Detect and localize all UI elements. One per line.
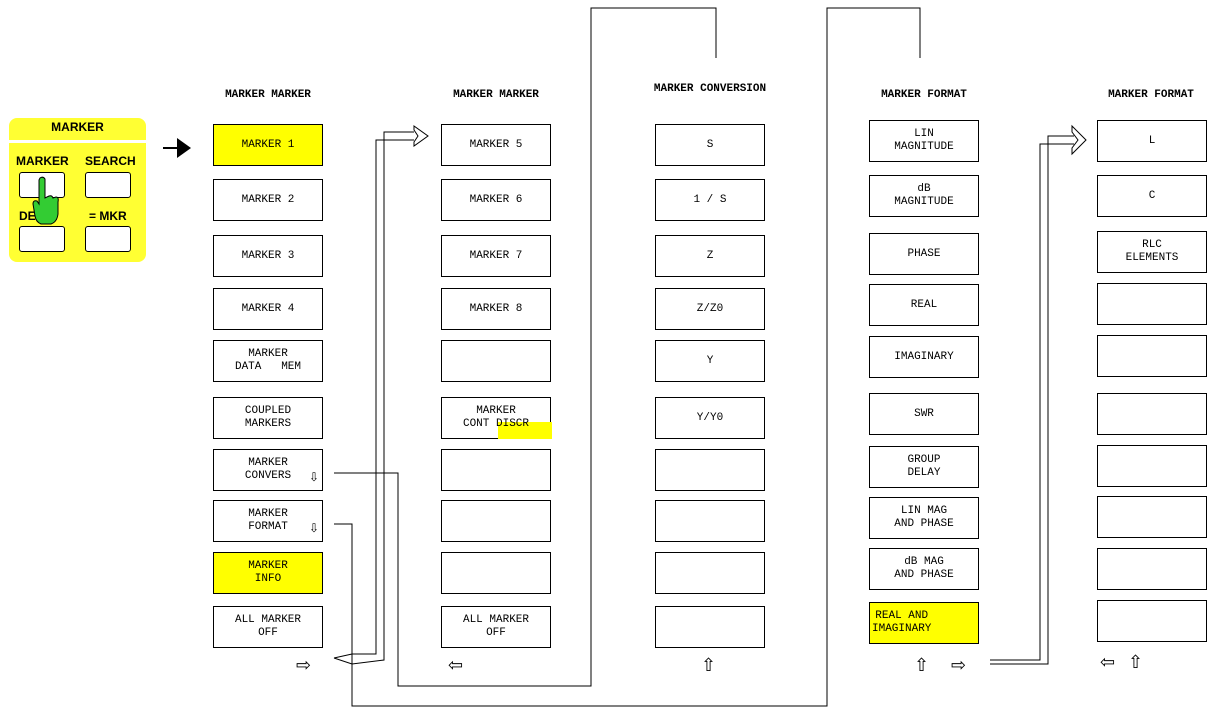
softkey-marker-2[interactable]: MARKER 2 <box>213 179 323 221</box>
softkey-marker-format-label: MARKER FORMAT <box>248 508 288 533</box>
softkey-marker-1[interactable]: MARKER 1 <box>213 124 323 166</box>
up-arrow-icon[interactable]: ⇧ <box>914 655 930 676</box>
panel-delta-button[interactable] <box>19 226 65 252</box>
softkey-marker-6[interactable]: MARKER 6 <box>441 179 551 221</box>
panel-divider <box>9 140 146 143</box>
connector-convers <box>334 7 717 687</box>
softkey-imaginary[interactable]: IMAGINARY <box>869 336 979 378</box>
col4-title: MARKER FORMAT <box>881 89 967 101</box>
softkey-blank[interactable] <box>441 500 551 542</box>
softkey-db-magnitude[interactable]: dB MAGNITUDE <box>869 175 979 217</box>
softkey-blank[interactable] <box>1097 600 1207 642</box>
softkey-marker-7[interactable]: MARKER 7 <box>441 235 551 277</box>
panel-label-mkr: = MKR <box>89 209 127 223</box>
softkey-group-delay[interactable]: GROUP DELAY <box>869 446 979 488</box>
softkey-1-over-s[interactable]: 1 / S <box>655 179 765 221</box>
softkey-c[interactable]: C <box>1097 175 1207 217</box>
softkey-blank[interactable] <box>1097 283 1207 325</box>
softkey-y[interactable]: Y <box>655 340 765 382</box>
up-arrow-icon[interactable]: ⇧ <box>701 655 717 676</box>
softkey-rlc-elements[interactable]: RLC ELEMENTS <box>1097 231 1207 273</box>
softkey-marker-data-mem[interactable]: MARKER DATA MEM <box>213 340 323 382</box>
softkey-swr[interactable]: SWR <box>869 393 979 435</box>
left-arrow-icon[interactable]: ⇦ <box>1100 652 1116 673</box>
panel-title: MARKER <box>51 120 104 134</box>
down-arrow-icon: ⇩ <box>308 521 319 535</box>
softkey-s[interactable]: S <box>655 124 765 166</box>
softkey-z-z0[interactable]: Z/Z0 <box>655 288 765 330</box>
softkey-marker-8[interactable]: MARKER 8 <box>441 288 551 330</box>
col1-title: MARKER MARKER <box>225 89 311 101</box>
discr-highlight <box>498 422 552 439</box>
col3-title: MARKER CONVERSION <box>653 83 767 95</box>
softkey-blank[interactable] <box>1097 445 1207 487</box>
panel-label-search: SEARCH <box>85 154 136 168</box>
softkey-blank[interactable] <box>655 606 765 648</box>
entry-arrow-icon <box>163 138 191 158</box>
down-arrow-icon: ⇩ <box>308 470 319 484</box>
softkey-coupled-markers[interactable]: COUPLED MARKERS <box>213 397 323 439</box>
softkey-marker-3[interactable]: MARKER 3 <box>213 235 323 277</box>
softkey-marker-5[interactable]: MARKER 5 <box>441 124 551 166</box>
softkey-blank[interactable] <box>441 449 551 491</box>
softkey-db-mag-and-phase[interactable]: dB MAG AND PHASE <box>869 548 979 590</box>
softkey-marker-cont-discr-label: MARKER CONT DISCR <box>462 405 529 430</box>
softkey-blank[interactable] <box>441 552 551 594</box>
softkey-marker-convers-label: MARKER CONVERS <box>244 457 292 482</box>
softkey-blank[interactable] <box>655 552 765 594</box>
softkey-marker-convers[interactable]: MARKER CONVERS ⇩ <box>213 449 323 491</box>
softkey-marker-cont-discr[interactable]: MARKER CONT DISCR <box>441 397 552 439</box>
pointing-hand-icon <box>32 176 59 225</box>
connector-format <box>334 7 921 707</box>
softkey-blank[interactable] <box>1097 496 1207 538</box>
softkey-real[interactable]: REAL <box>869 284 979 326</box>
panel-label-marker: MARKER <box>16 154 69 168</box>
softkey-lin-magnitude[interactable]: LIN MAGNITUDE <box>869 120 979 162</box>
softkey-marker-info[interactable]: MARKER INFO <box>213 552 323 594</box>
marker-front-panel: MARKER MARKER SEARCH DELTA = MKR <box>9 118 146 262</box>
softkey-l[interactable]: L <box>1097 120 1207 162</box>
connector-col1-col2 <box>333 131 414 665</box>
panel-mkr-button[interactable] <box>85 226 131 252</box>
softkey-real-and-imaginary[interactable]: REAL AND IMAGINARY <box>869 602 979 644</box>
softkey-blank[interactable] <box>1097 393 1207 435</box>
right-arrow-icon[interactable]: ⇨ <box>951 655 967 676</box>
softkey-blank[interactable] <box>655 500 765 542</box>
softkey-blank[interactable] <box>1097 548 1207 590</box>
up-arrow-icon[interactable]: ⇧ <box>1128 652 1144 673</box>
softkey-phase[interactable]: PHASE <box>869 233 979 275</box>
col2-title: MARKER MARKER <box>453 89 539 101</box>
softkey-z[interactable]: Z <box>655 235 765 277</box>
softkey-marker-4[interactable]: MARKER 4 <box>213 288 323 330</box>
softkey-blank[interactable] <box>441 340 551 382</box>
right-arrow-icon[interactable]: ⇨ <box>296 655 312 676</box>
connector-col4-col5 <box>990 143 1074 661</box>
panel-search-button[interactable] <box>85 172 131 198</box>
softkey-blank[interactable] <box>655 449 765 491</box>
col5-title: MARKER FORMAT <box>1108 89 1194 101</box>
softkey-blank[interactable] <box>1097 335 1207 377</box>
softkey-all-marker-off-2[interactable]: ALL MARKER OFF <box>441 606 551 648</box>
softkey-all-marker-off[interactable]: ALL MARKER OFF <box>213 606 323 648</box>
softkey-y-y0[interactable]: Y/Y0 <box>655 397 765 439</box>
softkey-lin-mag-and-phase[interactable]: LIN MAG AND PHASE <box>869 497 979 539</box>
softkey-marker-format[interactable]: MARKER FORMAT ⇩ <box>213 500 323 542</box>
left-arrow-icon[interactable]: ⇦ <box>448 655 464 676</box>
